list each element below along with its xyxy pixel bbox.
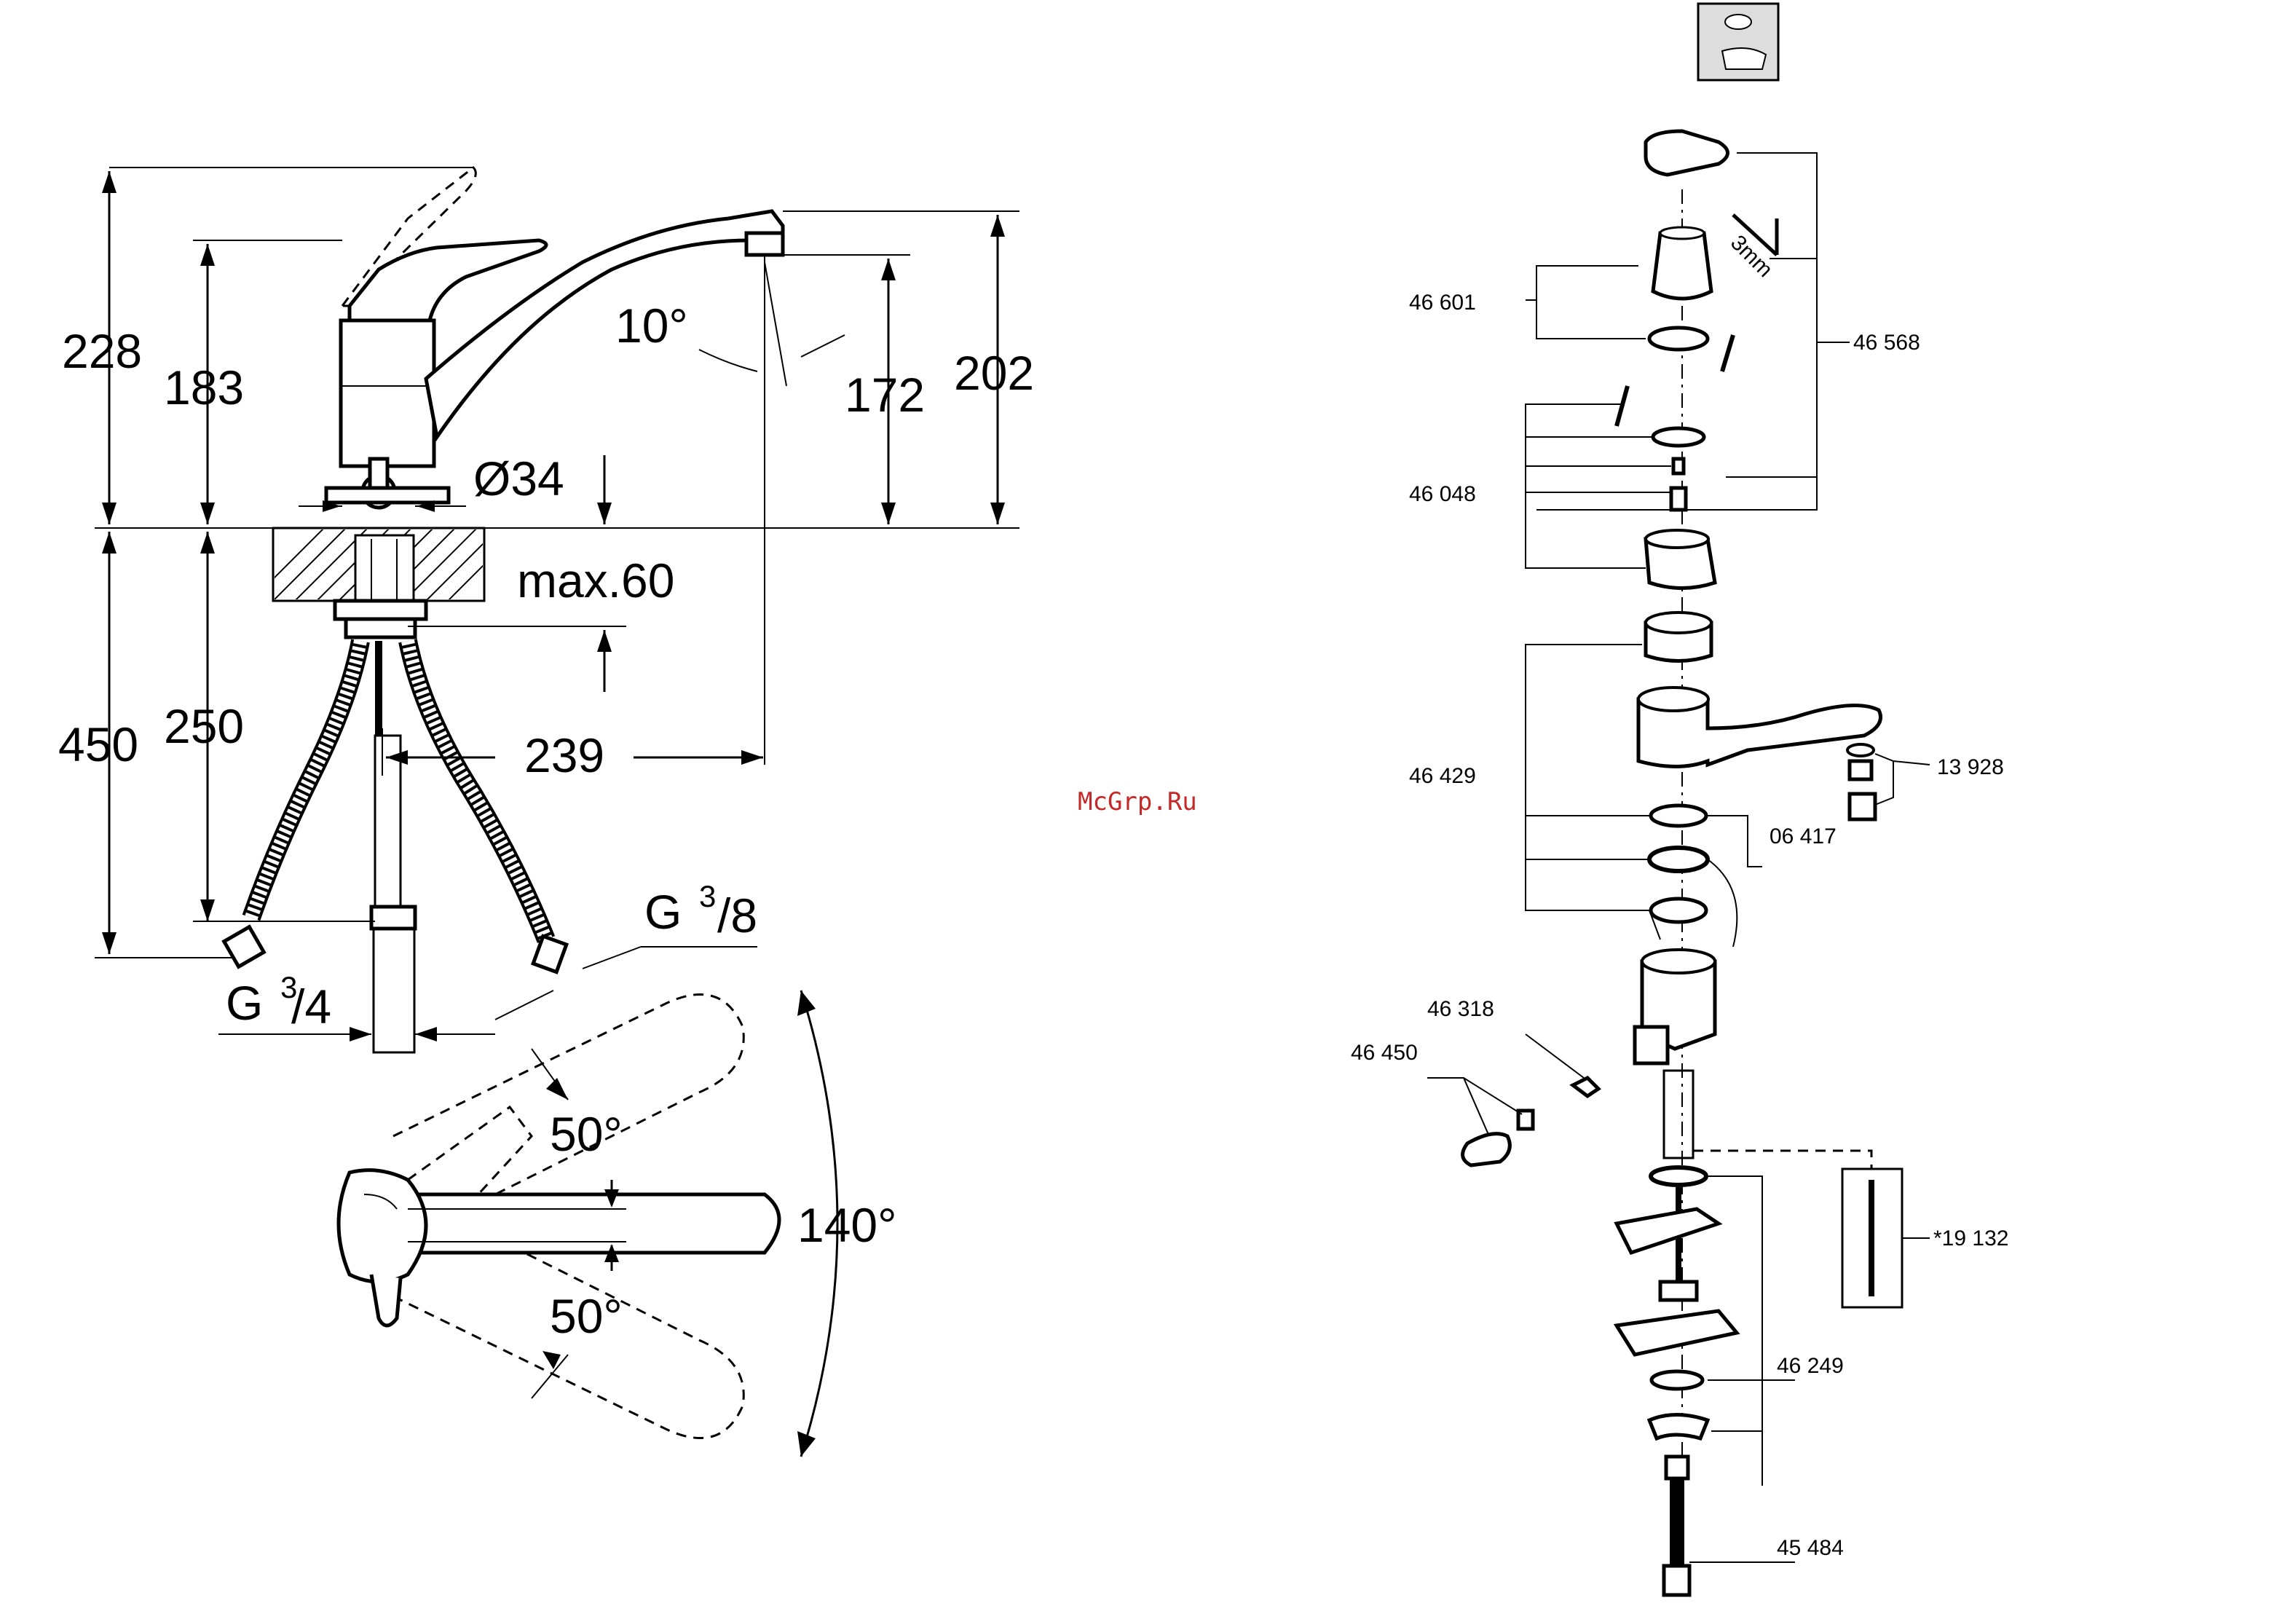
part-side-port [1635,1027,1668,1063]
angle-50-bottom: 50° [550,1289,623,1343]
label-06417: 06 417 [1770,824,1837,848]
side-view: 228 183 10° 172 202 Ø34 max.60 450 250 2… [58,168,1034,1052]
label-13928: 13 928 [1937,755,2004,779]
part-oring-2 [1649,848,1708,871]
label-46568: 46 568 [1853,331,1920,355]
angle-140: 140° [797,1198,897,1252]
rod-box-leader [1693,1151,1871,1169]
label-19132: *19 132 [1933,1226,2008,1250]
aerator [746,233,783,255]
dim-10deg: 10° [615,299,688,352]
part-aerator-housing [1850,794,1875,819]
exploded-view: 46 601 46 568 46 048 46 429 13 928 06 41… [1351,4,2008,1595]
dim-450: 450 [58,717,138,771]
label-46429: 46 429 [1409,764,1476,788]
part-stud [1664,1071,1693,1158]
part-gasket [1651,1167,1706,1185]
rod-nut [371,907,415,929]
part-half-washer [1617,1209,1719,1253]
part-screw-small [1673,459,1684,473]
part-cap [1653,233,1711,299]
body-top [339,1170,426,1282]
part-adapter-ring [1653,428,1704,446]
part-spindle [1671,488,1686,510]
mounting-plate [335,601,426,619]
dim-172: 172 [845,368,925,422]
threaded-rod [375,736,401,910]
thread-g38-num: 3 [699,879,716,913]
angle-50-top: 50° [550,1107,623,1161]
part-nut [1660,1282,1697,1300]
oring-arrow [1708,859,1737,947]
thread-g38-base: G [644,885,682,939]
top-view: 50° 50° 140° [339,990,897,1457]
part-aerator-ring [1847,744,1874,756]
part-knob-46450 [1463,1134,1510,1165]
part-aerator-insert [1850,761,1871,779]
label-45484: 45 484 [1777,1536,1844,1560]
hose-fitting-left [224,927,264,967]
part-hose-nut [1666,1457,1688,1478]
label-46249: 46 249 [1777,1354,1844,1378]
mixer-body [341,320,434,466]
knob-top [371,1275,401,1326]
part-mounting-plate [1617,1311,1737,1355]
label-46450: 46 450 [1351,1041,1418,1065]
watermark: McGrp.Ru [1078,787,1197,816]
part-ring-1 [1649,328,1708,350]
label-46048: 46 048 [1409,482,1476,506]
label-46318: 46 318 [1427,997,1494,1021]
dim-250: 250 [164,699,244,753]
supply-pipe [374,929,414,1052]
label-46601: 46 601 [1409,291,1476,315]
label-hex-key-size: 3mm [1726,231,1777,282]
dim-max-60: max.60 [517,554,674,607]
countertop [251,528,521,601]
part-lever-handle [1646,131,1728,175]
part-oring-3 [1651,899,1706,922]
dim-228: 228 [62,324,142,378]
part-clip [1649,1415,1708,1439]
spout-top [393,1194,779,1253]
thread-g34-den: /4 [291,980,331,1033]
mounting-nut [346,619,415,637]
dim-diameter-34: Ø34 [473,452,564,505]
part-oring-1 [1651,805,1706,826]
dim-183: 183 [164,361,244,414]
base-flange [326,488,449,503]
part-washer [1652,1371,1703,1389]
dim-239: 239 [524,728,604,782]
part-hose-end [1664,1566,1689,1595]
thread-g34-base: G [226,976,263,1030]
part-valve-46318 [1573,1078,1598,1096]
dim-202: 202 [954,346,1034,400]
hose-left-outer [251,641,360,918]
thread-g38-den: /8 [717,889,757,942]
